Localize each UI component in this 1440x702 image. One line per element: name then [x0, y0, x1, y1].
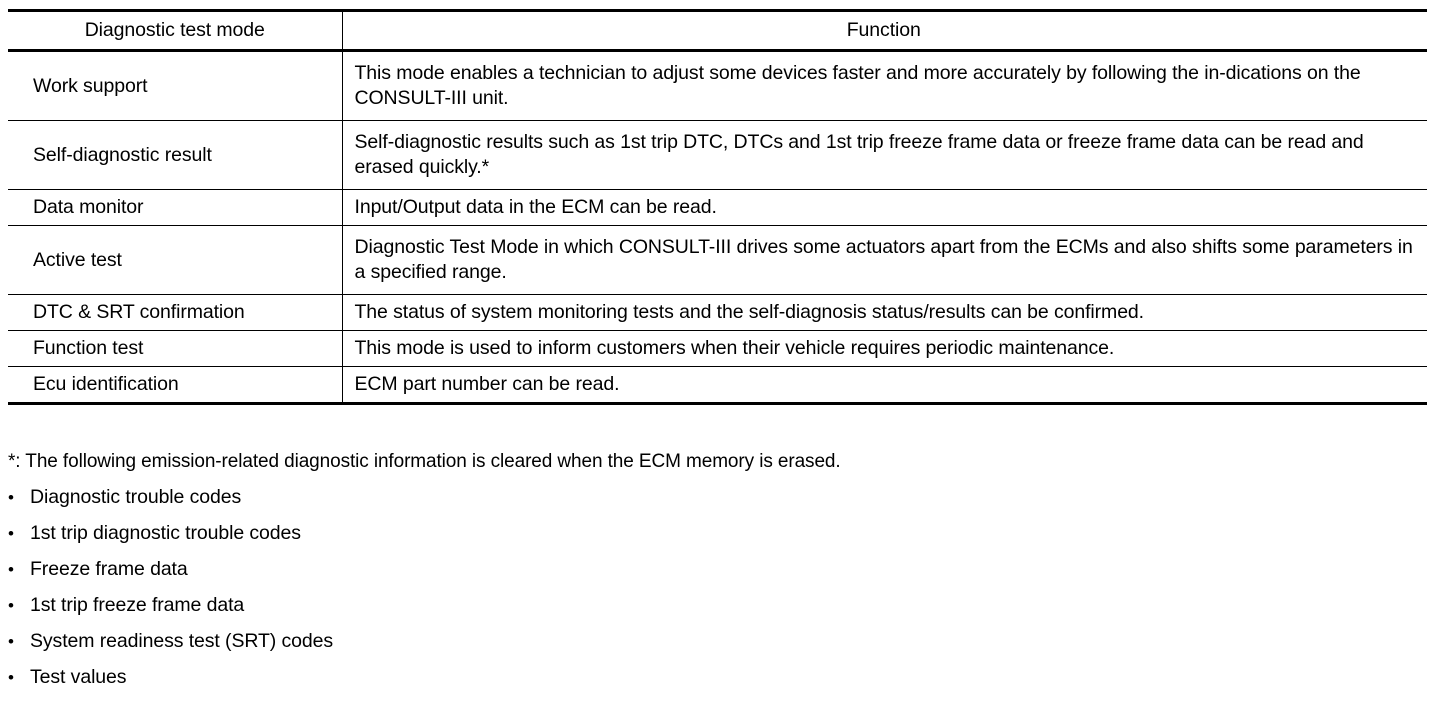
function-text: This mode is used to inform customers wh…	[354, 337, 1115, 359]
bullet-dot-icon: •	[8, 560, 14, 579]
bullet-dot-icon: •	[8, 668, 14, 687]
table-row: Data monitor Input/Output data in the EC…	[8, 189, 1427, 226]
function-cell-self-diagnostic-result: Self-diagnostic results such as 1st trip…	[342, 120, 1427, 190]
table-row: Ecu identification ECM part number can b…	[8, 366, 1427, 405]
function-text: ECM part number can be read.	[354, 373, 620, 395]
table-row: Active test Diagnostic Test Mode in whic…	[8, 225, 1427, 295]
mode-cell-active-test: Active test	[8, 225, 343, 295]
diagnostic-test-mode-table: Diagnostic test mode Function Work suppo…	[8, 9, 1427, 405]
list-item: • Diagnostic trouble codes	[8, 486, 1408, 522]
bullet-dot-icon: •	[8, 596, 14, 615]
list-item-label: Freeze frame data	[30, 558, 188, 580]
table-header-row: Diagnostic test mode Function	[8, 9, 1427, 52]
mode-cell-self-diagnostic-result: Self-diagnostic result	[8, 120, 343, 190]
function-cell-dtc-srt-confirmation: The status of system monitoring tests an…	[342, 294, 1427, 331]
function-cell-ecu-identification: ECM part number can be read.	[342, 366, 1427, 405]
mode-cell-function-test: Function test	[8, 330, 343, 367]
list-item-label: Test values	[30, 666, 127, 688]
mode-label: Active test	[33, 248, 122, 271]
list-item: • Freeze frame data	[8, 558, 1408, 594]
table-row: DTC & SRT confirmation The status of sys…	[8, 294, 1427, 331]
header-cell-function: Function	[342, 9, 1427, 52]
function-cell-work-support: This mode enables a technician to adjust…	[342, 50, 1427, 121]
list-item-label: 1st trip diagnostic trouble codes	[30, 522, 301, 544]
bullet-dot-icon: •	[8, 632, 14, 651]
table-row: Self-diagnostic result Self-diagnostic r…	[8, 120, 1427, 190]
list-item: • 1st trip diagnostic trouble codes	[8, 522, 1408, 558]
mode-label: DTC & SRT confirmation	[33, 301, 245, 323]
function-text: Self-diagnostic results such as 1st trip…	[354, 131, 1364, 178]
list-item: • 1st trip freeze frame data	[8, 594, 1408, 630]
function-cell-function-test: This mode is used to inform customers wh…	[342, 330, 1427, 367]
list-item-label: 1st trip freeze frame data	[30, 594, 245, 616]
function-text: Input/Output data in the ECM can be read…	[354, 196, 717, 218]
function-text: The status of system monitoring tests an…	[354, 301, 1145, 323]
column-header-function: Function	[846, 19, 921, 41]
column-header-diagnostic-test-mode: Diagnostic test mode	[84, 19, 265, 41]
footnote-text: *: The following emission-related diagno…	[8, 451, 841, 472]
function-cell-active-test: Diagnostic Test Mode in which CONSULT-II…	[342, 225, 1427, 295]
list-item: • System readiness test (SRT) codes	[8, 630, 1408, 666]
function-text: Diagnostic Test Mode in which CONSULT-II…	[354, 236, 1413, 283]
bullet-dot-icon: •	[8, 524, 14, 543]
mode-label: Ecu identification	[33, 373, 179, 395]
cleared-information-list: • Diagnostic trouble codes • 1st trip di…	[8, 486, 1408, 702]
function-cell-data-monitor: Input/Output data in the ECM can be read…	[342, 189, 1427, 226]
mode-cell-work-support: Work support	[8, 50, 343, 121]
mode-label: Self-diagnostic result	[33, 143, 212, 166]
list-item-label: Diagnostic trouble codes	[30, 486, 242, 508]
header-cell-mode: Diagnostic test mode	[8, 9, 343, 52]
mode-cell-data-monitor: Data monitor	[8, 189, 343, 226]
mode-label: Data monitor	[33, 196, 144, 218]
mode-label: Work support	[33, 74, 148, 97]
list-item-label: System readiness test (SRT) codes	[30, 630, 334, 652]
table-row: Function test This mode is used to infor…	[8, 330, 1427, 367]
bullet-dot-icon: •	[8, 488, 14, 507]
table-row: Work support This mode enables a technic…	[8, 50, 1427, 121]
mode-cell-ecu-identification: Ecu identification	[8, 366, 343, 405]
mode-label: Function test	[33, 337, 144, 359]
mode-cell-dtc-srt-confirmation: DTC & SRT confirmation	[8, 294, 343, 331]
list-item: • Test values	[8, 666, 1408, 702]
function-text: This mode enables a technician to adjust…	[354, 62, 1361, 109]
